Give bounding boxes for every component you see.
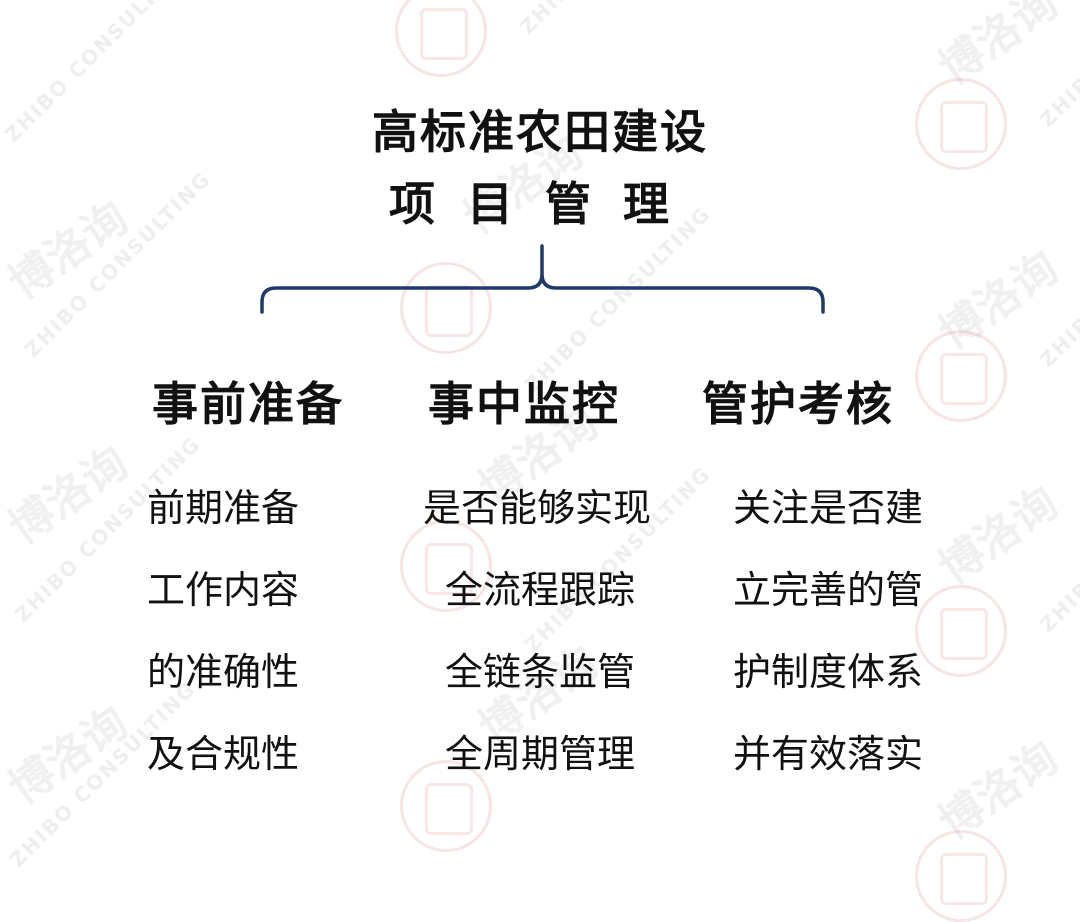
list-item: 前期准备 [147,486,300,530]
list-item: 是否能够实现 [423,486,652,530]
list-item: 的准确性 [147,650,300,694]
column-post: 关注是否建 立完善的管 护制度体系 并有效落实 [733,480,923,808]
list-item: 全周期管理 [445,732,636,776]
list-item: 工作内容 [147,568,300,612]
category-title-mid: 事中监控 [428,377,620,431]
list-item: 全链条监管 [445,650,636,694]
diagram-subtitle: 项目管理 [389,177,701,231]
list-item: 关注是否建 [733,486,924,530]
list-item: 护制度体系 [733,650,924,694]
list-item: 全流程跟踪 [445,568,636,612]
bracket-line [260,244,825,314]
column-mid: 是否能够实现 全流程跟踪 全链条监管 全周期管理 [423,480,651,808]
category-title-pre: 事前准备 [152,377,344,431]
bracket-connector [260,244,825,314]
diagram-title: 高标准农田建设 [372,105,708,159]
list-item: 并有效落实 [733,732,924,776]
list-item: 及合规性 [147,732,300,776]
category-title-post: 管护考核 [702,377,894,431]
column-pre: 前期准备 工作内容 的准确性 及合规性 [147,480,299,808]
list-item: 立完善的管 [733,568,924,612]
